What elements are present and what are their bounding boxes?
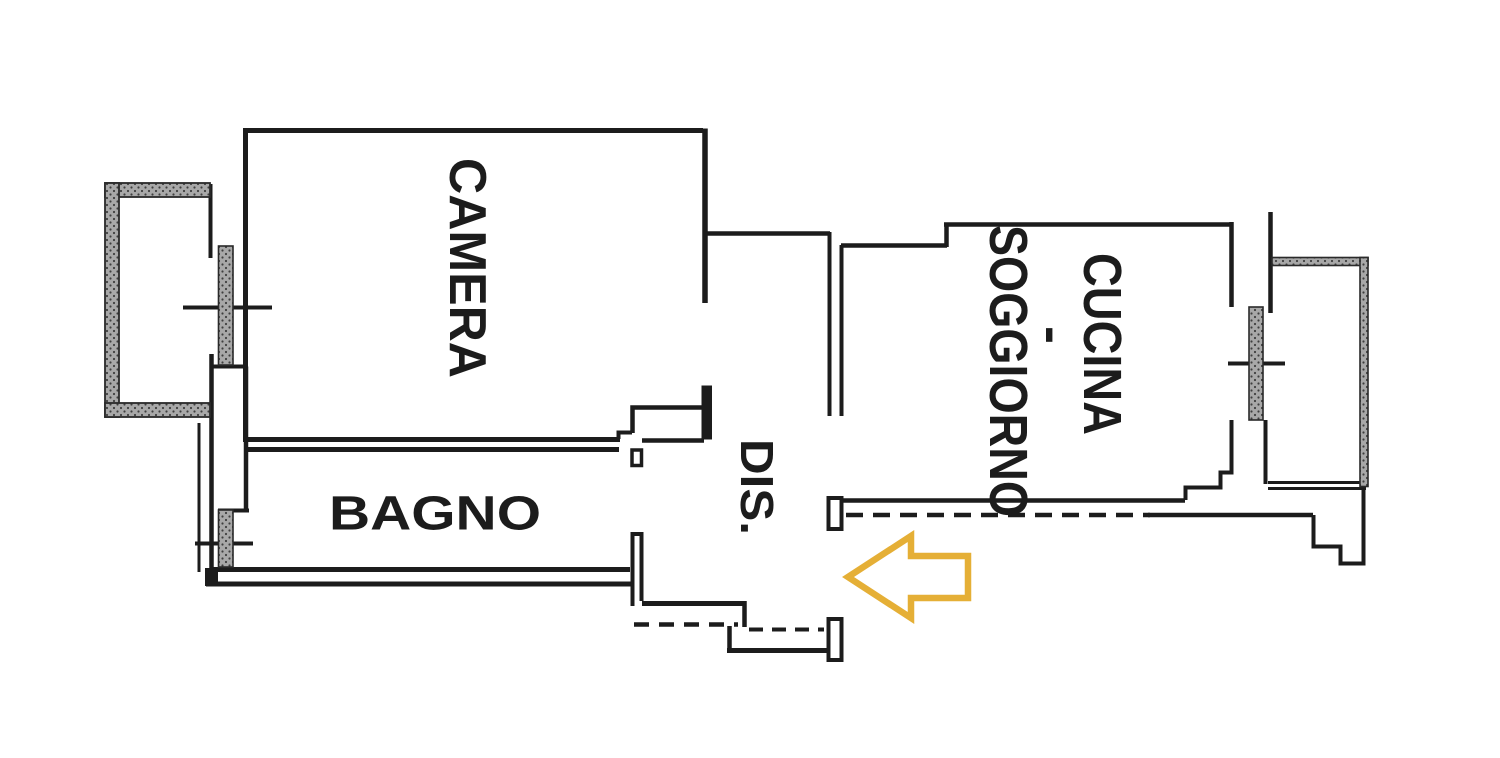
stair-steps <box>1311 487 1366 566</box>
arrow-left-icon <box>842 530 972 624</box>
door-jamb <box>701 385 712 440</box>
room-label-cucina: CUCINA <box>1072 253 1132 435</box>
room-label-bagno: BAGNO <box>329 488 541 541</box>
wall-segment <box>1183 420 1234 500</box>
room-label-camera: CAMERA <box>438 158 496 378</box>
room-label-dis: DIS. <box>731 439 783 535</box>
room-labels: CAMERA BAGNO DIS. CUCINA - SOGGIORNO <box>329 158 1132 541</box>
balcony-right <box>1271 256 1369 488</box>
window-camera <box>217 245 234 366</box>
balcony-hatch-band <box>1271 256 1369 267</box>
balcony-hatch-band <box>104 402 211 418</box>
windows <box>217 245 1264 568</box>
window-cucina <box>1248 306 1264 421</box>
wall-segment <box>616 430 632 439</box>
balcony-hatch-band <box>104 182 211 198</box>
balcony-hatch-band <box>104 182 120 418</box>
wall-segment <box>630 532 644 606</box>
balcony-left <box>104 182 211 418</box>
wall-segment <box>630 405 710 433</box>
room-label-separator: - <box>1023 326 1083 344</box>
door-jamb <box>826 496 844 531</box>
balcony-hatch-band <box>1359 256 1369 488</box>
room-label-soggiorno: SOGGIORNO <box>978 225 1038 517</box>
wall-corner-cap <box>205 568 218 586</box>
window-bagno <box>217 509 234 568</box>
door-jamb <box>630 448 644 468</box>
entrance-door-jamb <box>826 617 844 662</box>
wall-segment <box>243 128 703 440</box>
walls <box>183 128 1366 662</box>
